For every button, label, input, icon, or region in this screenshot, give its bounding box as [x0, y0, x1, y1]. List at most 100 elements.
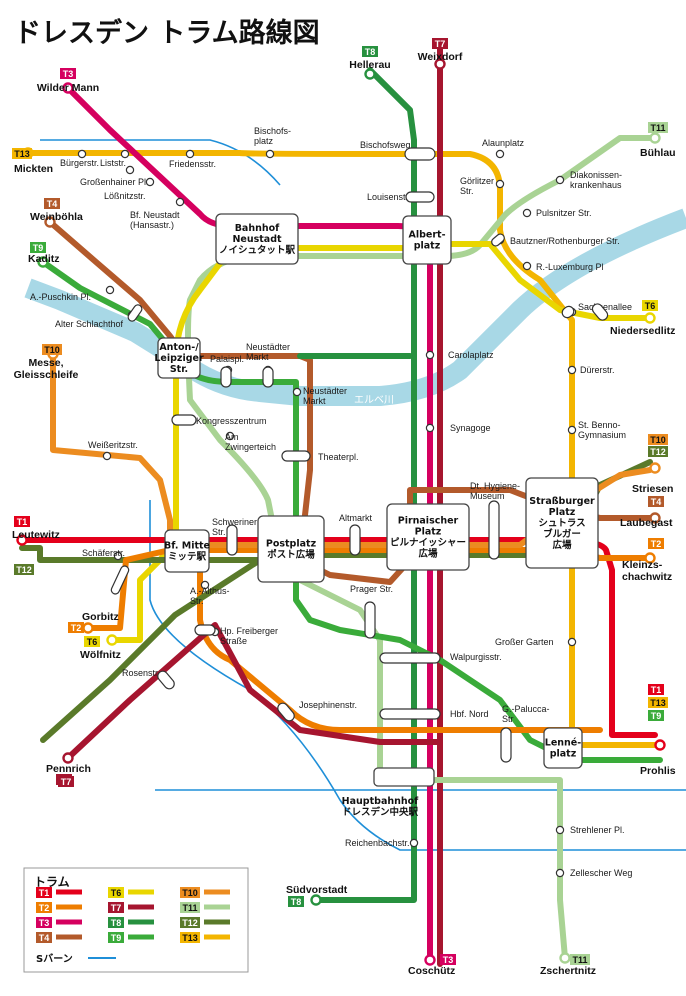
terminus-weixdorf-badge-text: T7 — [435, 39, 446, 49]
stop-capsule-7 — [281, 450, 311, 462]
terminus-b-hlau-badge — [648, 122, 668, 133]
stop-hygiene-label-line-0: Dt. Hygiene- — [470, 481, 520, 491]
stop-capsule-5 — [262, 366, 274, 388]
legend-sbahn-label: Sバーン — [36, 953, 73, 965]
stop-walpurgis-label: Walpurgisstr. — [450, 652, 502, 662]
hub-postplatz — [257, 515, 325, 583]
terminus-prohlis-badge-text: T1 — [651, 685, 662, 695]
terminus-leutewitz-t12-badge-text: T12 — [16, 565, 32, 575]
stop-zelleschen-marker — [555, 868, 565, 878]
stop-bfneustadt-label-line-0: Bf. Neustadt — [130, 210, 180, 220]
stop-duerer-marker — [567, 365, 577, 375]
hub-bahnhof_neustadt-label-line-0: Bahnhof — [235, 223, 280, 234]
terminus-striesen-badge — [648, 434, 668, 445]
hub-anton_leipziger-label-line-1: Leipziger — [154, 353, 204, 364]
stops: Bürgerstr.Liststr.Friedensstr.Bischofs-p… — [30, 126, 632, 878]
hub-albertplatz-label-line-1: platz — [414, 241, 441, 252]
terminus-kaditz-badge — [30, 242, 46, 253]
hub-bahnhof_neustadt-label-line-2: ノイシュタット駅 — [219, 244, 296, 256]
stop-neustmarkt2-label-line-0: Neustädter — [303, 386, 347, 396]
hub-pirnaischer-label-line-2: ピルナイッシャー — [390, 537, 466, 549]
stop-palucca-label-line-0: G.-Palucca- — [502, 704, 550, 714]
hub-albertplatz — [402, 215, 452, 265]
line-t7b-path — [65, 622, 443, 761]
stop-freiberger-label-line-1: Straße — [220, 636, 247, 646]
stop-synagoge-label: Synagoge — [450, 423, 491, 433]
terminus-b-hlau-label: Bühlau — [640, 147, 676, 159]
hub-bf_mitte-label-line-1: ミッテ駅 — [168, 552, 207, 563]
stop-bischofsplatz-marker — [265, 149, 275, 159]
hub-anton_leipziger-label-line-2: Str. — [170, 364, 188, 375]
stop-schlachthof-label: Alter Schlachthof — [55, 319, 124, 329]
terminus-weixdorf-marker — [434, 58, 446, 70]
terminus-striesen-t12-badge-text: T12 — [650, 447, 666, 457]
line-t11-path — [185, 135, 658, 961]
stop-pulsnitzer-label: Pulsnitzer Str. — [536, 208, 592, 218]
legend-t8-badge — [108, 917, 124, 928]
terminus-mickten-badge — [12, 148, 32, 159]
terminus-leutewitz-t12-badge — [14, 564, 34, 575]
terminus-kleinzschachwitz-label-line-0: Kleinzs- — [622, 559, 663, 571]
terminus-striesen-t12-badge — [648, 446, 668, 457]
stop-bfneustadt-label-line-1: (Hansastr.) — [130, 220, 174, 230]
terminus-weinb-hla-marker — [44, 216, 56, 228]
stop-grosshainer-label: Großenhainer Pl. — [80, 177, 149, 187]
legend-t11-badge — [180, 902, 200, 913]
stop-zwinger-label-line-1: Zwingerteich — [225, 442, 276, 452]
hub-strassburger-label-line-3: ブルガー — [543, 528, 581, 540]
stop-neustmarkt2-label-line-1: Markt — [303, 396, 326, 406]
terminus-niedersedlitz-label: Niedersedlitz — [610, 325, 675, 337]
stop-diakonissen-label-line-1: krankenhaus — [570, 180, 622, 190]
legend-t12-text: T12 — [182, 918, 198, 928]
legend-t13-badge — [180, 932, 200, 943]
stop-althus-marker — [200, 580, 210, 590]
stop-pulsnitzer-marker — [522, 208, 532, 218]
legend-t8-text: T8 — [111, 918, 122, 928]
stop-josephinen-label: Josephinenstr. — [299, 700, 357, 710]
hub-pirnaischer-label-line-1: Platz — [415, 527, 442, 538]
stop-capsule-10 — [488, 500, 500, 560]
hub-bahnhof_neustadt-label-line-1: Neustadt — [232, 234, 282, 245]
stop-friedensstr-marker — [185, 149, 195, 159]
hub-bahnhof_neustadt — [215, 213, 299, 265]
stop-strehlener-label: Strehlener Pl. — [570, 825, 625, 835]
terminus-gorbitz-marker — [82, 622, 94, 634]
stop-buergerstr-label: Bürgerstr. — [60, 158, 99, 168]
stop-buergerstr-marker — [77, 149, 87, 159]
stop-schweriner-label-line-1: Str. — [212, 527, 226, 537]
terminus-prohlis-badge — [648, 684, 664, 695]
terminus-weixdorf-label: Weixdorf — [418, 51, 463, 63]
terminus-leutewitz-marker — [16, 534, 28, 546]
stop-capsule-12 — [194, 624, 216, 636]
hub-lenneplatz-label-line-0: Lenné- — [545, 738, 581, 749]
legend-t3-text: T3 — [39, 918, 50, 928]
terminus-hellerau-marker — [364, 68, 376, 80]
legend-t4-badge — [36, 932, 52, 943]
hub-postplatz-label-line-0: Postplatz — [266, 539, 317, 550]
hub-anton_leipziger-label-line-0: Anton-/ — [159, 342, 199, 353]
stop-theaterpl-label: Theaterpl. — [318, 452, 359, 462]
hub-bf_mitte-label-line-0: Bf. Mitte — [164, 541, 210, 552]
stop-capsule-18 — [277, 702, 295, 722]
legend-t6-badge — [108, 887, 124, 898]
stop-diakonissen-label-line-0: Diakonissen- — [570, 170, 622, 180]
stop-neustmarkt1-label-line-0: Neustädter — [246, 342, 290, 352]
stop-palaispl-label: Palaispl. — [210, 354, 244, 364]
legend-t3-badge — [36, 917, 52, 928]
stop-capsule-15 — [364, 601, 376, 639]
stop-reichenbach-label: Reichenbachstr. — [345, 838, 410, 848]
legend-t1-text: T1 — [39, 888, 50, 898]
hub-pirnaischer-label-line-3: 広場 — [418, 548, 438, 560]
terminus-w-lfnitz-badge — [84, 636, 100, 647]
stop-kongress-label: Kongresszentrum — [196, 416, 267, 426]
legend-t10-text: T10 — [182, 888, 198, 898]
stop-bischofsplatz-label-line-1: platz — [254, 136, 274, 146]
terminus-messe-gleisschleife-label-line-0: Messe, — [28, 357, 63, 369]
terminus-hellerau-badge-text: T8 — [365, 47, 376, 57]
stop-capsule-16 — [561, 305, 575, 319]
stop-palucca-label-line-1: Str — [502, 714, 514, 724]
stop-capsule-14 — [379, 708, 441, 720]
stop-bischofsweg-label: Bischofsweg — [360, 140, 411, 150]
